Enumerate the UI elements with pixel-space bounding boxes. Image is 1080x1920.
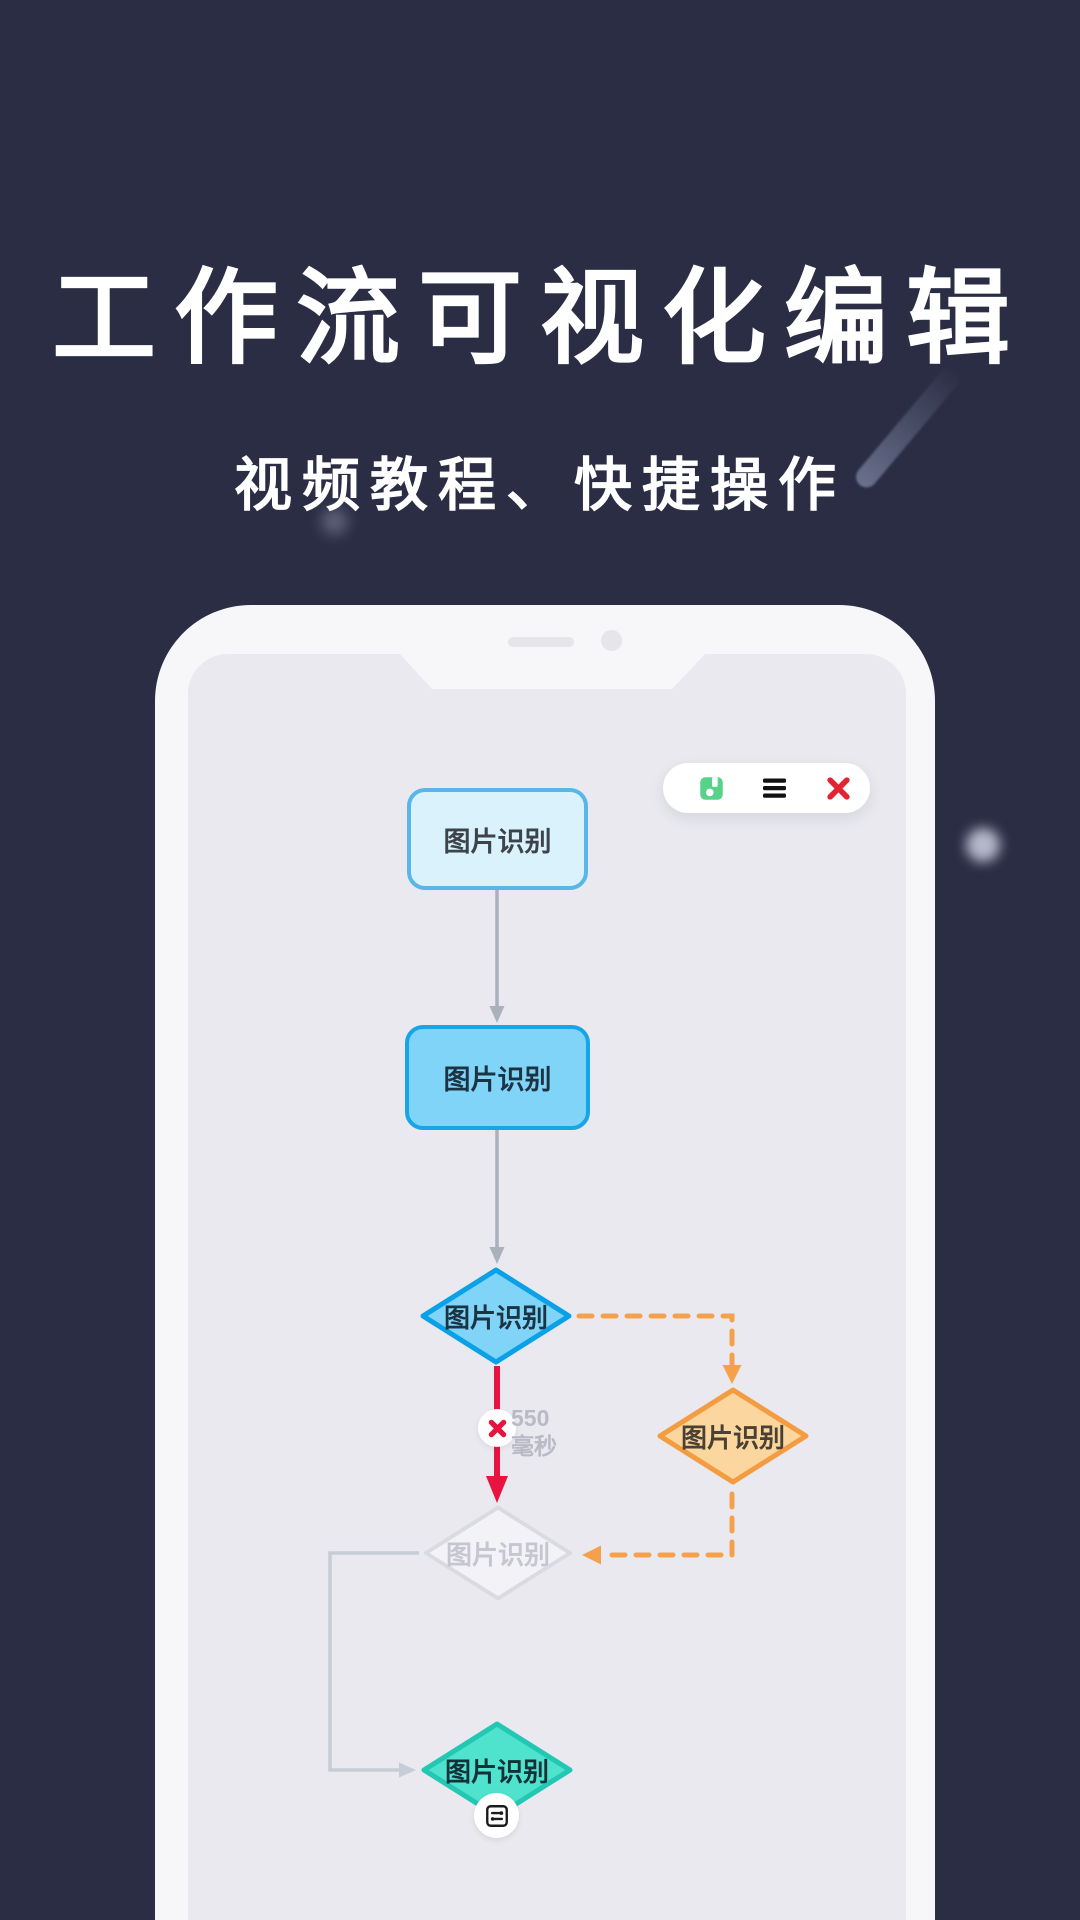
edge-dashed-b-arrow <box>582 1545 601 1565</box>
edge-delay-label: 550 毫秒 <box>511 1404 557 1460</box>
flow-node-branch[interactable]: 图片识别 <box>653 1386 813 1486</box>
error-x-icon <box>488 1419 506 1437</box>
glow-dot-decor <box>966 828 1000 862</box>
edge-elbow-arrow <box>399 1762 416 1778</box>
flow-node-disabled[interactable]: 图片识别 <box>419 1503 577 1603</box>
error-marker[interactable] <box>478 1409 516 1447</box>
delay-value: 550 <box>511 1405 550 1431</box>
node-label: 图片识别 <box>443 826 552 857</box>
page-title: 工作流可视化编辑 <box>51 261 1028 377</box>
phone-camera-icon <box>601 630 622 651</box>
floating-toolbar <box>663 763 870 813</box>
node-label: 图片识别 <box>680 1422 785 1453</box>
node-action-button[interactable] <box>474 1793 519 1838</box>
node-label: 图片识别 <box>443 1302 548 1333</box>
phone-notch <box>400 654 705 689</box>
save-button[interactable] <box>697 774 725 802</box>
node-label: 图片识别 <box>445 1539 550 1570</box>
edge-dashed-a-arrow <box>722 1365 742 1384</box>
edge-error-arrow <box>486 1476 508 1503</box>
flow-node-2[interactable]: 图片识别 <box>405 1025 590 1130</box>
edge-node2-decision-arrow <box>489 1247 505 1264</box>
node-label: 图片识别 <box>443 1065 552 1095</box>
transfer-icon <box>485 1804 508 1827</box>
node-label: 图片识别 <box>444 1756 549 1787</box>
save-icon <box>699 776 723 800</box>
edge-node1-node2-arrow <box>489 1006 505 1023</box>
phone-mockup: 图片识别 图片识别 图片识别 图片识别 图片识别 图片识别 <box>155 605 935 1920</box>
menu-icon <box>763 778 786 798</box>
flow-connectors <box>328 890 742 1778</box>
phone-speaker <box>508 637 574 647</box>
edge-dashed-b <box>599 1491 735 1558</box>
phone-screen: 图片识别 图片识别 图片识别 图片识别 图片识别 图片识别 <box>188 654 906 1920</box>
glow-dot-decor <box>321 508 348 535</box>
edge-elbow <box>328 1551 419 1772</box>
flow-node-1[interactable]: 图片识别 <box>407 788 588 890</box>
delay-unit: 毫秒 <box>511 1433 557 1459</box>
page-subtitle: 视频教程、快捷操作 <box>233 453 846 518</box>
menu-button[interactable] <box>761 774 789 802</box>
close-button[interactable] <box>824 774 852 802</box>
flow-node-decision[interactable]: 图片识别 <box>415 1266 577 1366</box>
edge-dashed-a <box>576 1313 735 1367</box>
close-icon <box>826 776 850 800</box>
